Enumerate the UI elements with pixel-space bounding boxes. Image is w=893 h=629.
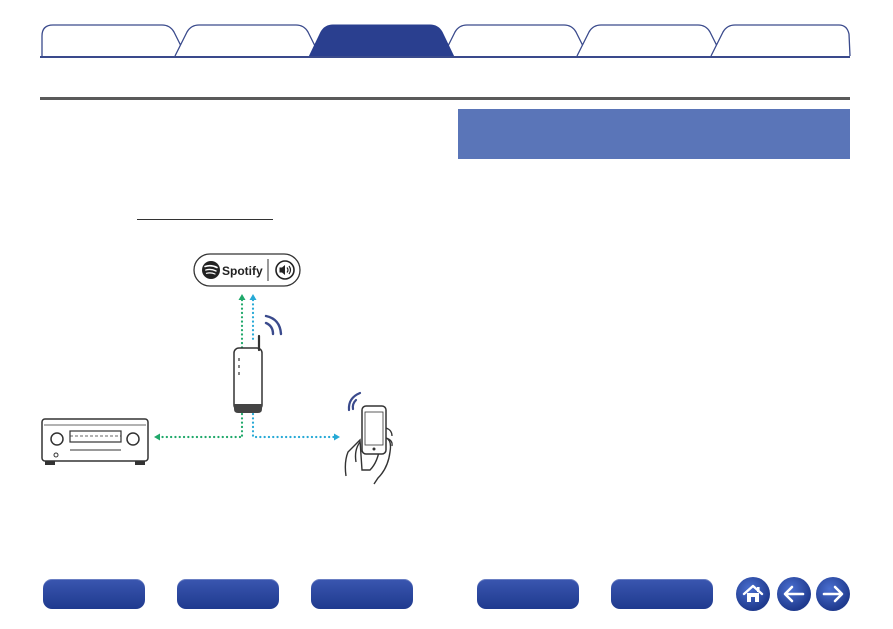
nav-button-1[interactable] xyxy=(43,579,145,609)
uplink-cyan-dotted xyxy=(249,294,257,342)
link-to-receiver-green-dotted xyxy=(154,412,244,441)
tab-4[interactable] xyxy=(448,24,574,58)
nav-button-3[interactable] xyxy=(311,579,413,609)
home-icon xyxy=(742,584,764,602)
tab-6[interactable] xyxy=(716,24,842,58)
nav-button-2[interactable] xyxy=(177,579,279,609)
wireless-router xyxy=(233,334,263,413)
arrow-right-icon xyxy=(822,585,844,603)
av-receiver xyxy=(41,418,149,465)
smartphone-in-hand xyxy=(344,405,393,485)
tab-2[interactable] xyxy=(180,24,306,58)
link-to-phone-cyan-dotted xyxy=(251,412,340,441)
tab-underline-rule xyxy=(40,56,850,58)
wifi-signal-icon xyxy=(264,314,283,336)
back-button[interactable] xyxy=(777,577,811,611)
speaker-icon xyxy=(275,260,295,280)
home-button[interactable] xyxy=(736,577,770,611)
tab-5[interactable] xyxy=(582,24,708,58)
arrow-left-icon xyxy=(783,585,805,603)
spotify-badge: Spotify xyxy=(193,253,301,287)
section-heading-box xyxy=(458,109,850,159)
phone-wifi-signal-icon xyxy=(347,391,362,412)
hyperlink-underline[interactable] xyxy=(137,219,273,220)
spotify-connect-diagram: Spotify xyxy=(41,253,393,485)
nav-button-4[interactable] xyxy=(477,579,579,609)
uplink-green-dotted xyxy=(238,294,246,354)
spotify-icon xyxy=(202,261,220,279)
tab-1[interactable] xyxy=(42,24,168,58)
forward-button[interactable] xyxy=(816,577,850,611)
spotify-wordmark: Spotify xyxy=(222,264,263,278)
tab-bar xyxy=(41,24,851,58)
tab-3-active[interactable] xyxy=(314,24,440,58)
section-divider xyxy=(40,97,850,100)
nav-button-5[interactable] xyxy=(611,579,713,609)
